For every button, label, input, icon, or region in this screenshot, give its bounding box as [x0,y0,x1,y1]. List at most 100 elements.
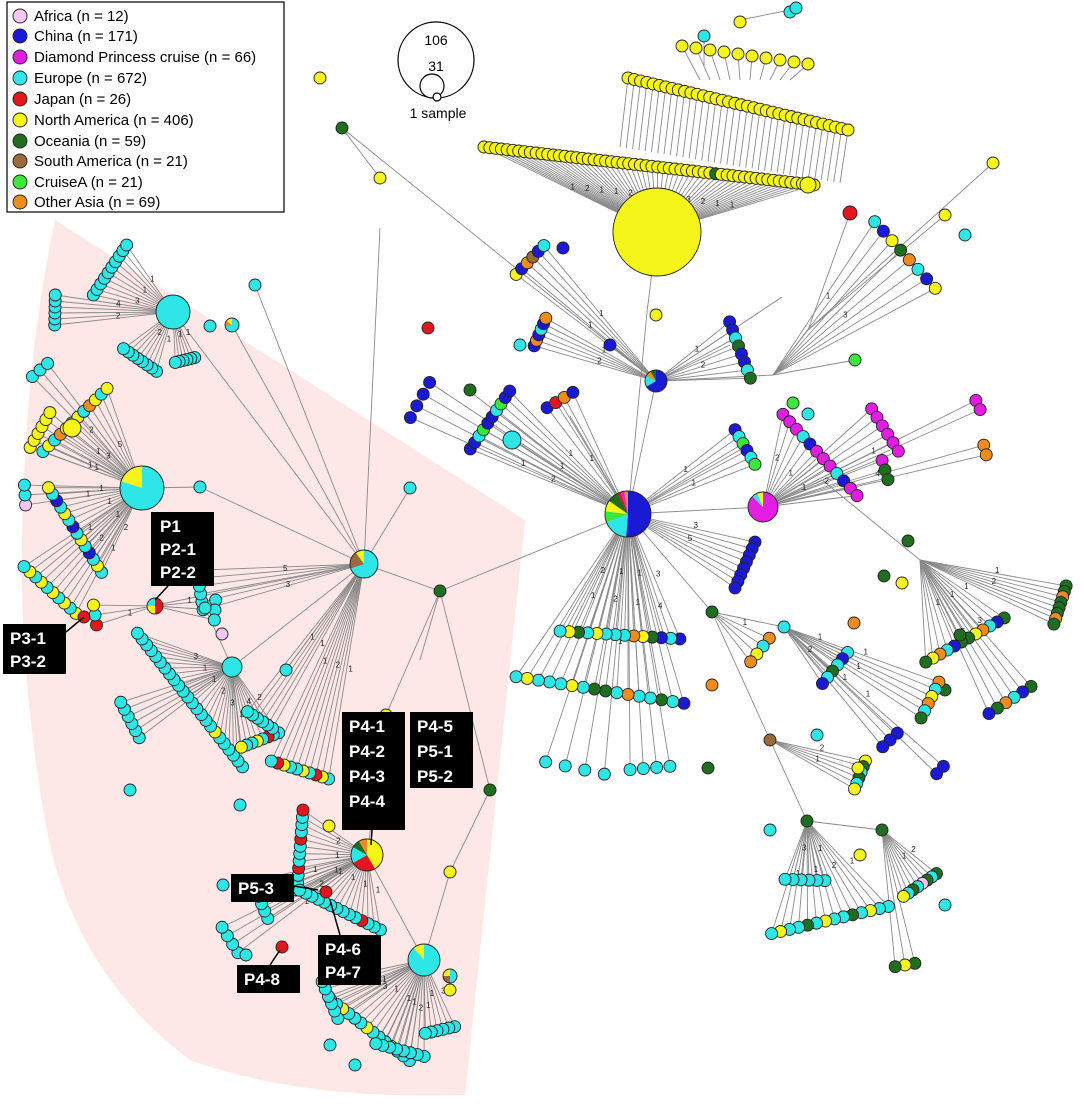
node-slice [787,55,801,69]
callout-line: P2-2 [160,563,196,582]
callout-box [3,624,66,674]
callout-line: P5-1 [417,742,453,761]
network-edge [154,605,215,621]
node-slice [650,760,664,774]
edge-label: 4 [658,602,663,611]
leaf-node [410,399,424,413]
network-edge [800,820,808,880]
node-slice [816,677,829,691]
node-slice [207,613,221,627]
edge-label: 3 [135,296,140,305]
network-edge [363,487,411,565]
leaf-node [677,696,691,710]
leaf-node [744,655,758,669]
network-edge [655,369,748,382]
legend-label-other-asia: Other Asia (n = 69) [34,194,160,211]
callout-p4-5: P4-5 P5-1 P5-2 [410,712,473,788]
callout-line: P2-1 [160,540,196,559]
node-slice [155,598,163,614]
node-outline [146,597,164,615]
edge-label: 1 [323,657,328,666]
leaf-node [443,983,457,997]
edge-label: 1 [94,463,99,472]
edge-label: 1 [348,664,353,673]
leaf-node [216,878,230,892]
callout-p4-8: P4-8 [237,949,300,993]
leaf-node [279,663,293,677]
edge-label: 1 [818,844,823,853]
network-edge [141,638,233,668]
network-edge [540,328,657,382]
node-slice [279,663,293,677]
network-edge [769,739,855,790]
central-hub-node [604,490,652,538]
network-edge [783,626,937,775]
node-outline [604,490,652,538]
leaf-node [979,448,993,462]
node-slice [778,872,792,886]
leaf-node [911,262,925,276]
node-slice [644,375,656,387]
network-edge [772,278,927,376]
node-slice [958,228,972,242]
leaf-node [851,761,865,775]
node-slice [264,754,278,768]
network-edge [783,626,940,683]
network-edge [69,487,143,609]
leaf-node [17,478,31,492]
leaf-node [233,798,247,812]
leaf-node [875,823,889,837]
leaf-node [901,534,915,548]
node-slice [114,695,128,709]
edge-label: 1 [187,596,192,605]
leaf-node [241,705,254,719]
network-edge [155,655,233,668]
legend-label-japan: Japan (n = 26) [34,91,131,108]
leaf-node [433,584,447,598]
callout-line: P3-1 [10,629,46,648]
node-slice [234,740,248,754]
leaf-node [894,243,908,257]
network-edge [707,98,717,162]
edge-label: 1 [619,567,624,576]
europe-major-node [119,465,165,511]
network-edge [881,829,896,967]
edge-label: 2 [820,744,825,753]
node-outline [747,491,779,523]
callout-labels: P1 P2-1 P2-2 P3-1 P3-2 P4-1 P4-2 P4-3 P4… [3,512,473,993]
network-edge [808,122,818,178]
network-edge [806,820,810,881]
leaf-node [953,628,967,642]
network-edge [919,559,1063,598]
network-edge [290,563,365,768]
node-slice [248,278,262,292]
network-edge [605,513,629,691]
network-edge [515,513,629,677]
network-edge [769,739,860,779]
node-slice [350,550,379,578]
leaf-node [503,384,517,398]
network-edge [770,113,780,172]
network-edge [806,820,818,881]
network-edge [644,83,654,152]
node-slice [131,626,144,640]
leaf-node [689,41,703,55]
edge-label: 1 [614,187,619,196]
network-edge [807,212,851,331]
node-slice [117,342,130,356]
network-edge [711,611,758,655]
node-slice [606,514,628,537]
network-edge [682,92,692,158]
network-edge [762,469,886,508]
node-slice [800,814,814,828]
edge-label: 1 [591,591,596,600]
network-nodes [17,1,1073,1072]
node-slice [953,628,967,642]
network-edge [419,590,441,661]
network-edge [688,94,698,159]
edge-label: 1 [382,975,387,984]
node-slice [636,762,650,776]
node-slice [17,478,31,492]
node-slice [587,682,601,696]
leaf-node [224,317,240,333]
